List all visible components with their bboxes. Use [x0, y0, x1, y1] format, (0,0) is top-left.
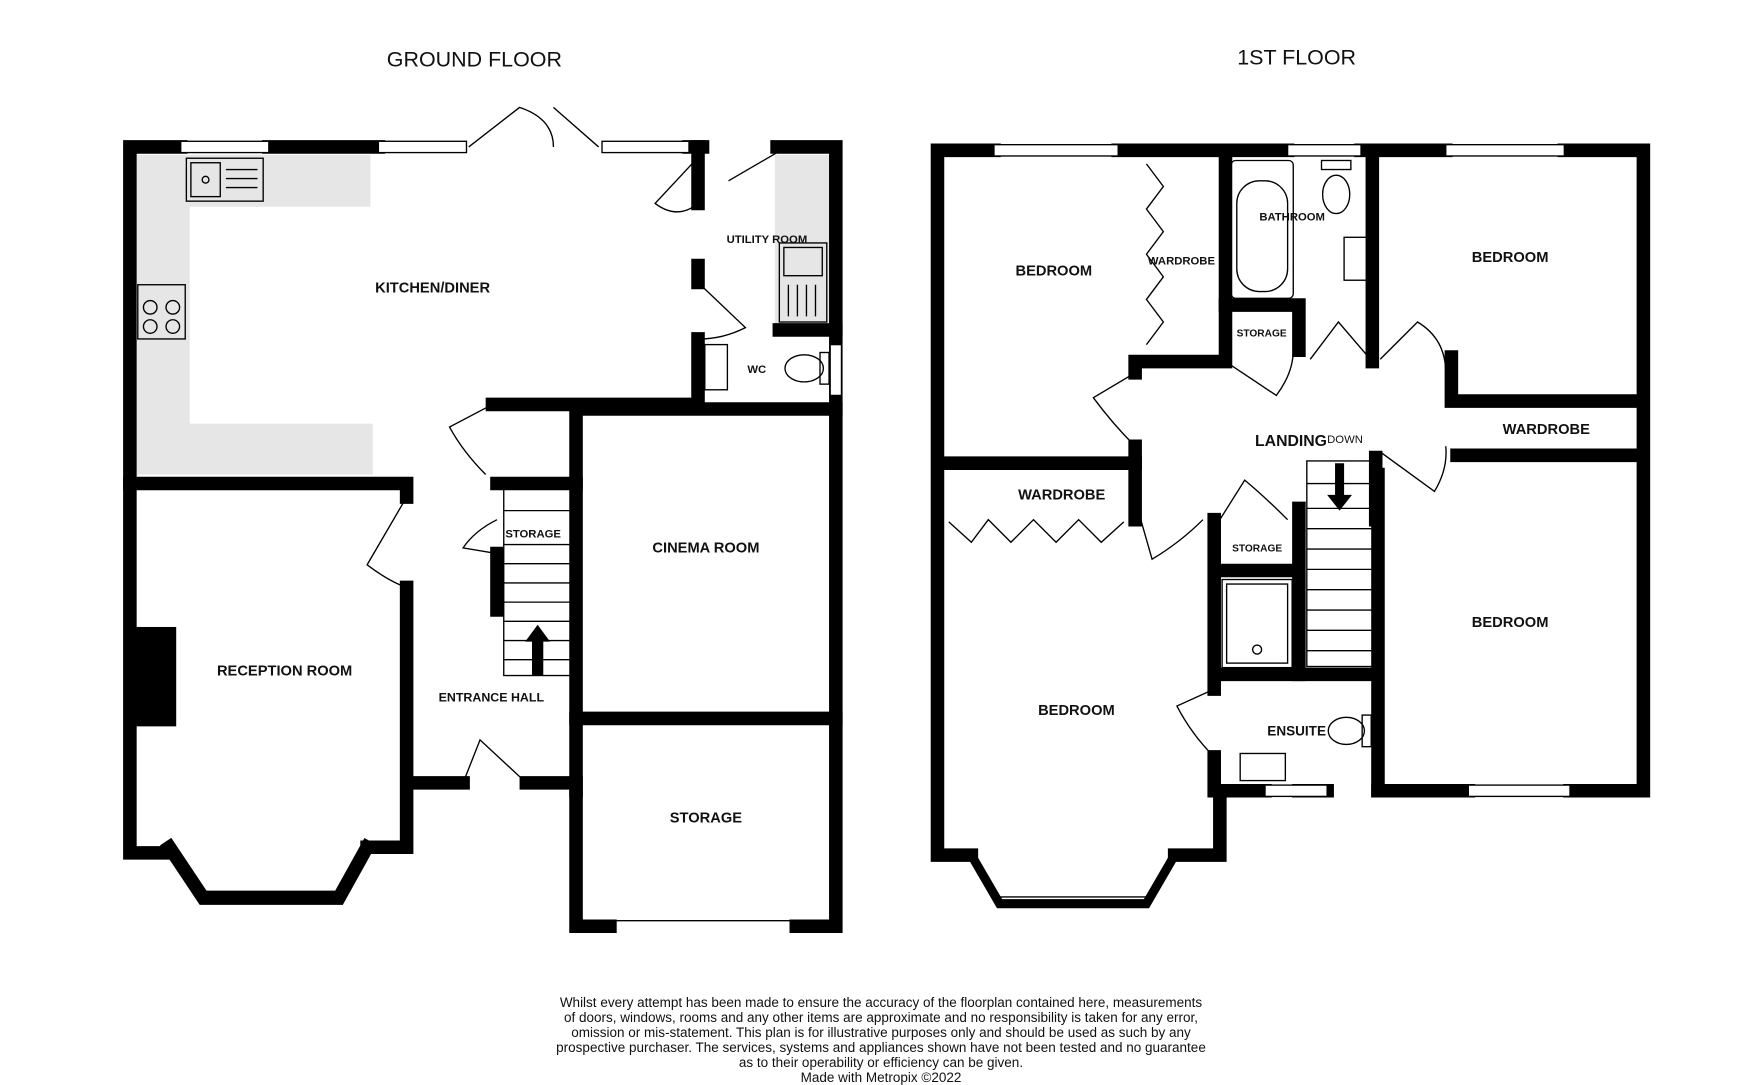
room-label-utility-room: UTILITY ROOM	[727, 234, 808, 246]
wardrobe-doors	[948, 518, 1125, 544]
wall	[569, 402, 843, 726]
door	[1140, 519, 1204, 561]
bay-wall	[160, 837, 377, 905]
room-label-storage: STORAGE	[1237, 329, 1287, 340]
door	[1309, 320, 1447, 373]
door	[1219, 479, 1289, 521]
room-label-storage: STORAGE	[670, 810, 742, 826]
wall	[123, 140, 188, 860]
toilet-icon	[1320, 159, 1352, 215]
room-label-bedroom: BEDROOM	[1015, 264, 1092, 280]
disclaimer-line: Whilst every attempt has been made to en…	[559, 995, 1203, 1010]
room-label-cinema-room: CINEMA ROOM	[652, 540, 759, 556]
door	[654, 152, 778, 213]
arrow-up-icon	[525, 624, 551, 676]
door	[697, 281, 747, 340]
wall	[1557, 143, 1651, 798]
wall	[360, 580, 414, 854]
room-label-entrance-hall: ENTRANCE HALL	[439, 691, 545, 705]
disclaimer-line: of doors, windows, rooms and any other i…	[563, 1010, 1199, 1025]
room-label-bathroom: BATHROOM	[1259, 211, 1325, 223]
stairs	[503, 487, 573, 677]
window	[829, 343, 843, 397]
front-door	[462, 738, 527, 784]
first-floor-title: 1ST FLOOR	[1237, 45, 1356, 69]
window	[601, 140, 690, 154]
wardrobe-doors	[1145, 163, 1165, 346]
room-label-bedroom: BEDROOM	[1038, 703, 1115, 719]
window	[180, 140, 270, 154]
room-label-ensuite: ENSUITE	[1267, 723, 1326, 738]
room-label-wardrobe: WARDROBE	[1148, 255, 1216, 267]
basin-icon	[1239, 752, 1287, 782]
ground-floor: GROUND FLOOR	[123, 48, 843, 934]
wall	[770, 140, 843, 934]
disclaimer: Whilst every attempt has been made to en…	[0, 995, 1762, 1085]
ground-floor-title: GROUND FLOOR	[387, 48, 562, 72]
wall	[1128, 143, 1233, 380]
wall	[930, 143, 1001, 862]
utility-sink-icon	[778, 242, 828, 323]
wall	[1167, 783, 1272, 862]
wall	[519, 776, 583, 798]
room-label-storage: STORAGE	[1232, 543, 1282, 554]
stairs-down-label: DOWN	[1327, 434, 1363, 446]
room-label-bedroom: BEDROOM	[1472, 615, 1549, 631]
french-doors	[468, 106, 600, 148]
bay-wall	[967, 852, 1179, 909]
utility-units	[774, 154, 830, 325]
disclaimer-line: omission or mis-statement. This plan is …	[571, 1025, 1191, 1040]
copyright: Made with Metropix ©2022	[800, 1070, 962, 1085]
door	[1175, 688, 1215, 758]
room-label-bedroom: BEDROOM	[1472, 250, 1549, 266]
window	[1264, 784, 1328, 798]
disclaimer-line: as to their operability or efficiency ca…	[738, 1055, 1024, 1070]
disclaimer-line: prospective purchaser. The services, sys…	[556, 1040, 1206, 1055]
room-label-reception-room: RECEPTION ROOM	[217, 664, 352, 680]
window	[1467, 784, 1571, 798]
door	[448, 403, 493, 475]
wall	[485, 332, 705, 412]
window	[993, 144, 1119, 157]
toilet-icon	[784, 351, 830, 385]
stairs	[1306, 460, 1374, 668]
door	[1379, 446, 1447, 493]
sink-icon	[185, 157, 264, 202]
room-label-kitchen-diner: KITCHEN/DINER	[375, 281, 490, 297]
room-label-wardrobe: WARDROBE	[1018, 487, 1105, 503]
door	[1092, 372, 1136, 447]
window	[1286, 144, 1362, 157]
wall	[569, 711, 843, 934]
door	[1225, 350, 1294, 397]
first-floor: 1ST FLOOR	[930, 45, 1651, 909]
bath-icon	[1230, 159, 1294, 299]
toilet-icon	[1327, 714, 1372, 748]
room-label-wc: WC	[747, 364, 766, 376]
wc-basin-icon	[704, 343, 729, 391]
basin-icon	[1343, 236, 1371, 281]
hob-icon	[137, 284, 186, 340]
window	[1445, 144, 1566, 157]
wall	[1444, 350, 1645, 408]
room-label-landing: LANDING	[1255, 433, 1327, 450]
wall	[1218, 298, 1306, 358]
chimney-breast	[133, 626, 177, 727]
door	[366, 496, 408, 589]
shower-icon	[1221, 578, 1293, 669]
door	[461, 519, 498, 555]
wall	[123, 476, 414, 504]
window	[377, 140, 468, 154]
arrow-down-icon	[1327, 463, 1352, 511]
room-label-wardrobe: WARDROBE	[1503, 422, 1590, 438]
room-label-under-stair-storage: STORAGE	[505, 529, 561, 541]
kitchen-units	[136, 154, 373, 475]
